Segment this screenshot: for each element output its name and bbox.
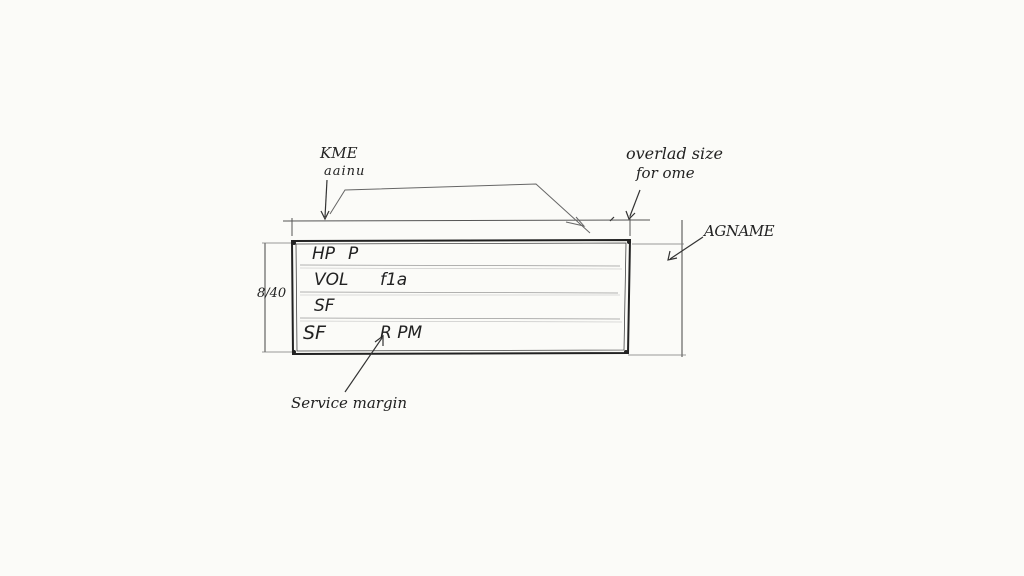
top-dimension-line [282,219,651,222]
annotation-right: AGNAME [704,222,775,240]
row-separator-2 [299,291,619,294]
bottom-leader [344,337,383,393]
annotation-top-left-line2: aainu [324,164,366,179]
corner-dot-br [624,350,628,354]
top-left-leader [324,179,328,218]
row-separator-1b [299,267,623,270]
row-separator-3b [299,320,623,323]
row-1-col-2: P [348,244,359,264]
row-4-col-2: R PM [380,323,423,343]
annotation-top-left-line1: KME [320,144,358,162]
top-right-leader-arrow [625,210,636,221]
row-1-col-1: HP [312,244,336,264]
right-note-leader-arrow [667,250,678,261]
top-bracket-arrow [565,216,586,227]
annotation-left-dimension: 8/40 [257,286,287,301]
main-box-inner-edge [295,242,627,352]
main-box-outer [290,238,632,356]
top-bracket-line [329,183,591,234]
corner-dot-tl [292,241,296,245]
annotation-top-right-line2: for ome [636,164,695,182]
row-2-col-1: VOL [314,270,349,290]
corner-dot-tr [627,240,631,244]
annotation-bottom: Service margin [291,394,408,412]
row-2-col-2: f1a [380,270,408,290]
right-note-leader [669,236,704,260]
corner-dot-bl [292,350,296,354]
top-right-tick [609,216,615,222]
row-3-col-1: SF [314,296,335,316]
row-separator-3 [299,317,621,320]
row-separator-1 [299,264,621,267]
row-4-col-1: SF [303,322,326,344]
annotation-top-right-line1: overlad size [626,144,723,163]
bottom-leader-arrow [374,334,384,346]
top-right-leader [629,189,641,217]
top-left-leader-arrow [320,210,330,221]
